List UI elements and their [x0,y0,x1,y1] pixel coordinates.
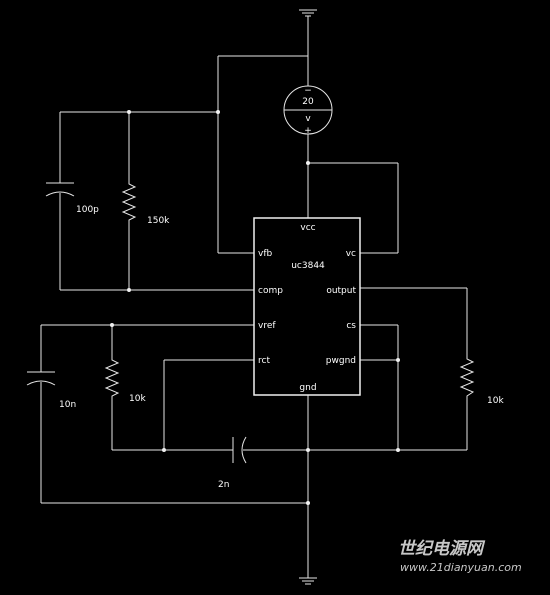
chip-name-label: uc3844 [291,261,325,271]
voltage-source-20v: − 20 v + [283,85,333,136]
bottom-ground-symbol [299,450,317,585]
pin-gnd-label: gnd [299,383,316,393]
resistor-150k [121,180,137,224]
capacitor-10n-label: 10n [59,400,76,410]
pin-comp-label: comp [258,286,283,296]
uc3844-chip: vcc vfb vc uc3844 comp output vref cs rc… [253,217,361,396]
resistor-10k-left-label: 10k [129,394,146,404]
watermark: 世纪电源网 www.21dianyuan.com [398,539,522,574]
source-minus-sign: − [304,86,312,96]
pin-vref-label: vref [258,321,276,331]
resistor-150k-label: 150k [147,216,170,226]
junction-dots [110,110,400,505]
pin-vcc-label: vcc [300,223,315,233]
pin-cs-label: cs [346,321,356,331]
resistor-10k-right [459,355,475,400]
watermark-brand: 世纪电源网 [398,539,486,559]
pin-output-label: output [326,286,356,296]
pin-vc-label: vc [346,249,356,259]
capacitor-2n [232,436,247,464]
pin-pwgnd-label: pwgnd [326,356,356,366]
source-value-label: 20 [302,97,314,107]
source-unit-label: v [305,114,311,124]
watermark-url: www.21dianyuan.com [400,561,522,574]
source-plus-sign: + [304,126,312,136]
capacitor-10n [26,371,56,386]
wires [40,55,468,504]
pin-rct-label: rct [258,356,270,366]
resistor-10k-left [104,356,120,400]
pin-vfb-label: vfb [258,249,272,259]
top-ground-symbol [299,9,317,56]
capacitor-100p-label: 100p [76,205,99,215]
resistor-10k-right-label: 10k [487,396,504,406]
capacitor-100p [45,182,75,197]
capacitor-2n-label: 2n [218,480,229,490]
